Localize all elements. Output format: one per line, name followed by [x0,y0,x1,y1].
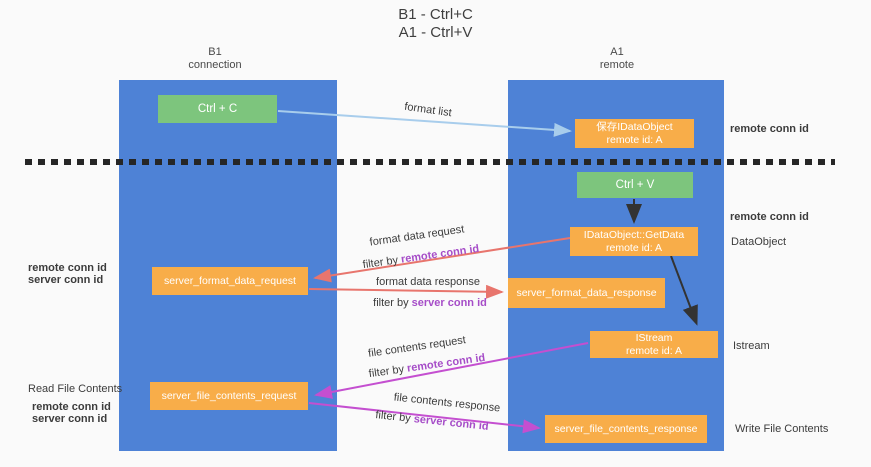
lane-b1-role: connection [188,59,242,71]
label-read-file-contents: Read File Contents [28,383,123,395]
label-server-conn-id-left: server conn id [28,274,104,286]
diagram-title: B1 - Ctrl+C A1 - Ctrl+V [0,6,871,42]
dashed-divider [25,159,835,165]
server-conn-id-text: server conn id [411,297,487,309]
node-getdata-line1: IDataObject::GetData [583,228,685,241]
node-istream-line2: remote id: A [625,344,683,357]
node-save-idataobject-line2: remote id: A [606,133,663,146]
label-remote-conn-id-bottom-left: remote conn id [32,401,111,413]
title-line-2: A1 - Ctrl+V [398,24,473,41]
node-server-file-contents-response-label: server_file_contents_response [554,422,698,435]
remote-conn-id-text: remote conn id [406,351,486,375]
label-write-file-contents: Write File Contents [735,423,829,435]
label-remote-conn-id-left: remote conn id [28,262,107,274]
filter-by-text: filter by [373,297,412,309]
lane-a1-name: A1 [610,46,624,58]
node-ctrl-c-label: Ctrl + C [197,102,238,115]
label-format-data-response: format data response [376,276,480,288]
node-ctrl-c: Ctrl + C [158,95,277,123]
node-istream: IStream remote id: A [590,331,718,358]
node-idataobject-getdata: IDataObject::GetData remote id: A [570,227,698,256]
node-server-file-contents-request-label: server_file_contents_request [161,389,297,402]
label-filter-server-2: filter by server conn id [375,409,489,433]
label-format-data-request: format data request [368,223,466,249]
lane-b1-name: B1 [208,46,222,58]
label-server-conn-id-bottom-left: server conn id [32,413,108,425]
node-server-format-data-response-label: server_format_data_response [516,286,657,299]
lane-header-a1: A1 remote [557,46,677,72]
label-remote-conn-id-right: remote conn id [730,211,809,223]
lane-a1-role: remote [599,59,635,71]
label-file-contents-response: file contents response [393,391,501,415]
node-istream-line1: IStream [635,331,673,344]
remote-conn-id-text: remote conn id [400,242,480,266]
node-ctrl-v-label: Ctrl + V [615,178,655,191]
lane-header-b1: B1 connection [155,46,275,72]
node-server-file-contents-response: server_file_contents_response [545,415,707,443]
filter-by-text: filter by [362,253,402,272]
filter-by-text: filter by [374,409,415,426]
label-format-list: format list [403,100,453,120]
node-server-file-contents-request: server_file_contents_request [150,382,308,410]
label-dataobject: DataObject [731,236,787,248]
node-save-idataobject-line1: 保存IDataObject [596,120,673,133]
label-filter-server-1: filter by server conn id [373,297,487,309]
server-conn-id-text: server conn id [413,413,490,433]
node-server-format-data-request: server_format_data_request [152,267,308,295]
node-server-format-data-request-label: server_format_data_request [164,274,296,287]
label-istream: Istream [733,340,770,352]
filter-by-text: filter by [368,362,408,381]
title-line-1: B1 - Ctrl+C [398,6,473,23]
node-server-format-data-response: server_format_data_response [508,278,665,308]
label-remote-conn-id-top-right: remote conn id [730,123,809,135]
node-save-idataobject: 保存IDataObject remote id: A [575,119,694,148]
node-ctrl-v: Ctrl + V [577,172,693,198]
node-getdata-line2: remote id: A [605,241,663,254]
arrow-format-data-response [308,284,504,299]
